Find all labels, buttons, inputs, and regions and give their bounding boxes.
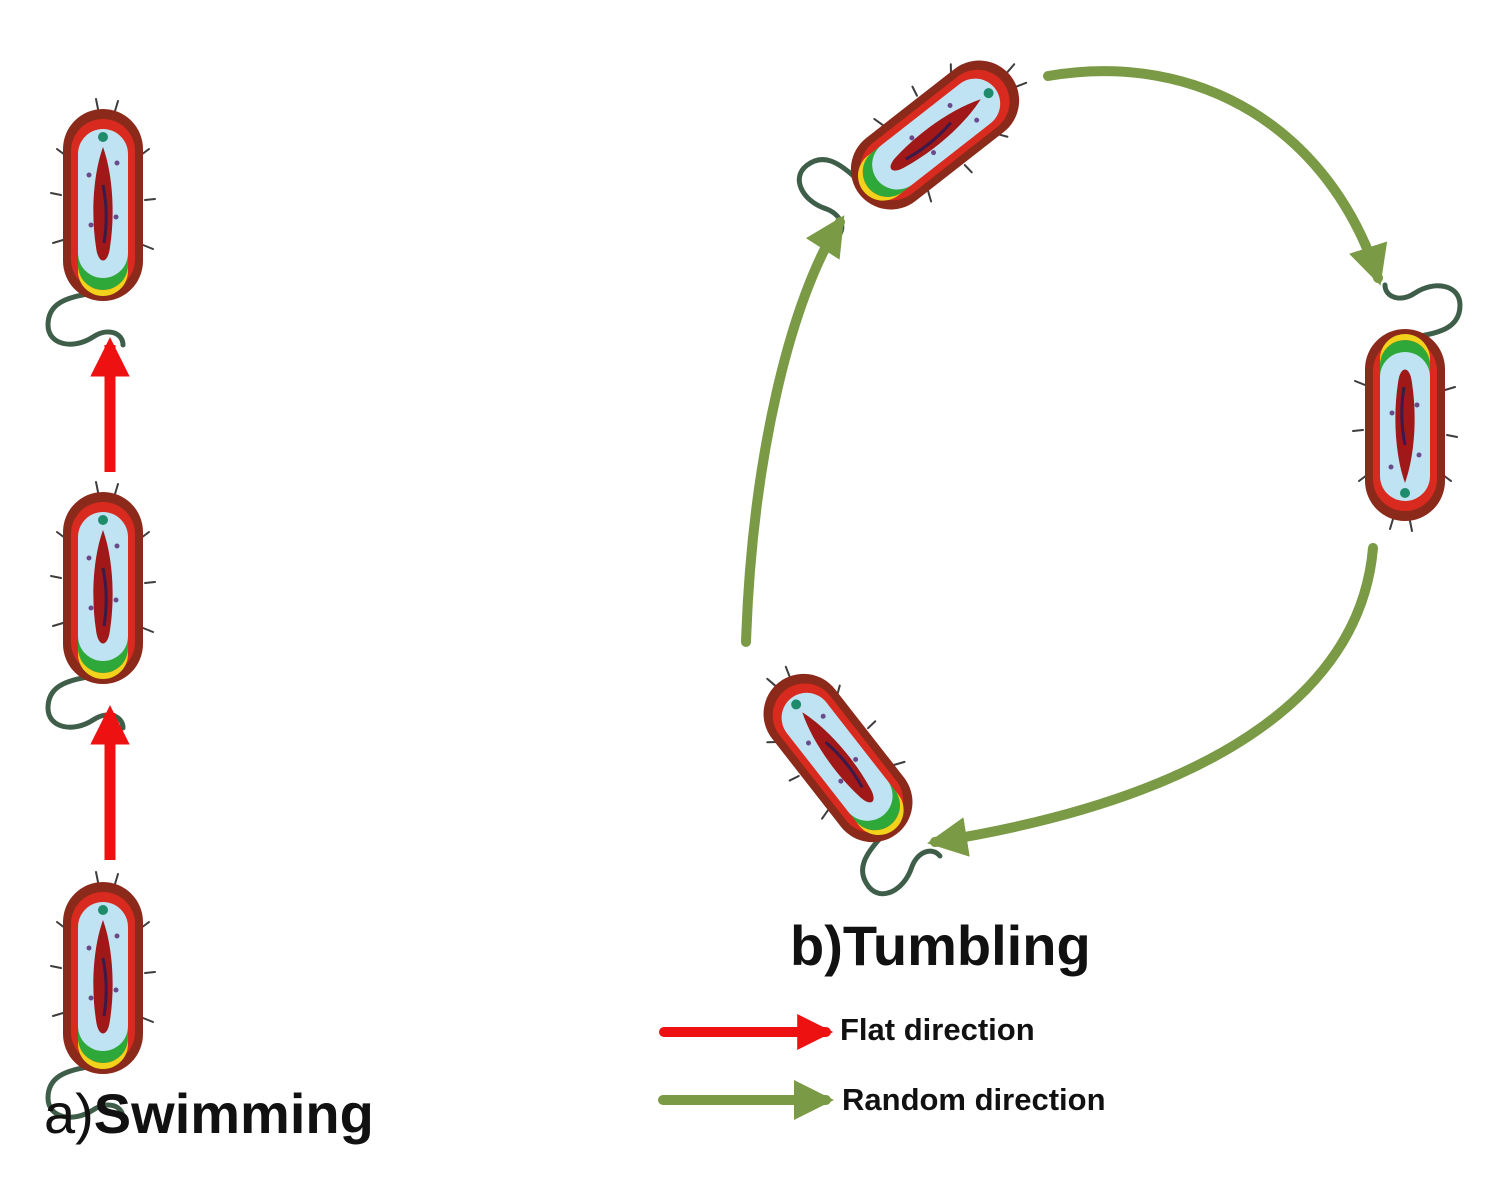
bacterium-icon [1353,285,1460,531]
bacterium-icon [791,26,1051,262]
tumbling-group [729,26,1460,902]
legend-swatches [658,1014,834,1120]
legend-flat-label: Flat direction [840,1012,1035,1047]
swimming-caption: a)Swimming [44,1086,374,1142]
bacterium-icon [48,99,155,345]
swimming-caption-word: Swimming [93,1082,374,1145]
swimming-group [48,99,155,1118]
bacterium-icon [48,482,155,728]
random-direction-arrow [927,543,1378,857]
tumbling-caption: b)Tumbling [790,914,1091,977]
bacterium-icon [729,642,965,902]
swimming-caption-prefix: a) [44,1082,94,1145]
random-direction-arrow [1043,66,1388,286]
random-direction-arrow [741,215,845,647]
legend-random-label: Random direction [842,1082,1106,1117]
